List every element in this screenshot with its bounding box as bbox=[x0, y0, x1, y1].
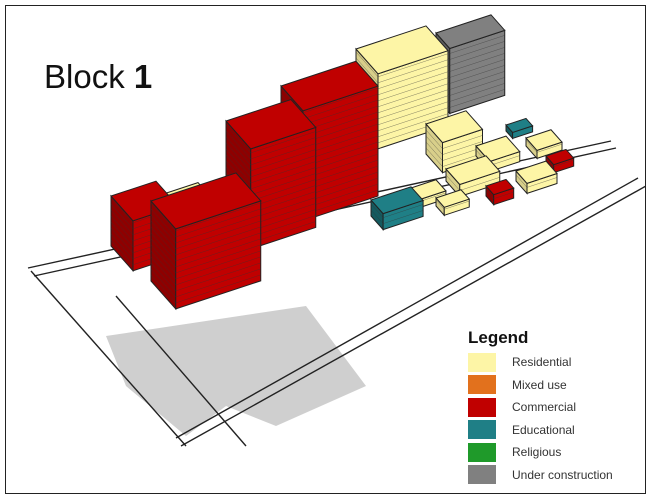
apartment-roof bbox=[425, 110, 484, 144]
legend-title: Legend bbox=[468, 328, 529, 347]
floor-line bbox=[150, 274, 261, 304]
floor-line bbox=[485, 189, 514, 199]
floor-line bbox=[435, 199, 470, 210]
school-roof bbox=[370, 186, 424, 215]
floor-line bbox=[150, 232, 261, 262]
legend-swatch bbox=[468, 420, 496, 440]
legend-item: Residential bbox=[468, 351, 613, 374]
floor-line bbox=[225, 130, 316, 160]
building-shadow bbox=[106, 306, 366, 436]
floor-line bbox=[225, 154, 316, 184]
floor-line bbox=[150, 202, 261, 232]
legend-item: Mixed use bbox=[468, 374, 613, 397]
house-roof bbox=[435, 189, 471, 208]
floor-line bbox=[225, 142, 316, 172]
street-line bbox=[30, 270, 187, 447]
floor-line bbox=[225, 124, 316, 154]
legend-label: Religious bbox=[512, 445, 562, 460]
construction-tower-roof bbox=[435, 14, 506, 50]
block-title: Block 1 bbox=[44, 58, 152, 96]
legend-label: Educational bbox=[512, 422, 575, 437]
floor-line bbox=[150, 244, 261, 274]
commercial-tower-roof bbox=[225, 98, 317, 150]
commercial-tower-roof bbox=[280, 60, 379, 112]
floor-line bbox=[370, 203, 424, 218]
floor-line bbox=[515, 174, 558, 188]
legend-swatch bbox=[468, 465, 496, 485]
floor-line bbox=[355, 51, 449, 78]
floor-line bbox=[355, 57, 449, 84]
legend-swatch bbox=[468, 352, 496, 372]
floor-line bbox=[150, 208, 261, 238]
house-roof bbox=[515, 160, 558, 184]
shop-roof bbox=[545, 148, 575, 166]
school-roof bbox=[505, 117, 534, 134]
floor-line bbox=[150, 268, 261, 298]
floor-line bbox=[425, 141, 483, 161]
floor-line bbox=[225, 148, 316, 178]
floor-line bbox=[225, 136, 316, 166]
floor-line bbox=[525, 139, 563, 153]
floor-line bbox=[425, 129, 483, 149]
legend-label: Commercial bbox=[512, 400, 577, 415]
floor-line bbox=[150, 256, 261, 286]
apartment-tower-roof bbox=[355, 25, 449, 75]
title-text: Block bbox=[44, 58, 125, 95]
floor-line bbox=[150, 262, 261, 292]
legend-item: Commercial bbox=[468, 396, 613, 419]
block-illustration bbox=[27, 14, 646, 447]
legend-item: Educational bbox=[468, 419, 613, 442]
legend-swatch bbox=[468, 397, 496, 417]
floor-line bbox=[150, 238, 261, 268]
legend-item: Under construction bbox=[468, 464, 613, 487]
shop-roof bbox=[485, 178, 515, 196]
street-line bbox=[180, 185, 646, 447]
floor-line bbox=[425, 147, 483, 167]
street-line bbox=[115, 295, 247, 447]
title-number: 1 bbox=[133, 58, 153, 95]
floor-line bbox=[370, 209, 424, 224]
legend-swatch bbox=[468, 442, 496, 462]
house-roof bbox=[525, 129, 563, 151]
floor-line bbox=[150, 250, 261, 280]
floor-line bbox=[545, 157, 574, 167]
legend-label: Mixed use bbox=[512, 377, 567, 392]
floor-line bbox=[150, 214, 261, 244]
legend-swatch bbox=[468, 375, 496, 395]
floor-line bbox=[150, 226, 261, 256]
house-roof bbox=[445, 155, 501, 186]
legend-item: Religious bbox=[468, 441, 613, 464]
legend-label: Under construction bbox=[512, 467, 613, 482]
legend-label: Residential bbox=[512, 355, 572, 370]
floor-line bbox=[425, 135, 483, 155]
street-line bbox=[175, 177, 639, 439]
floor-line bbox=[150, 220, 261, 250]
commercial-block-roof bbox=[150, 172, 262, 230]
